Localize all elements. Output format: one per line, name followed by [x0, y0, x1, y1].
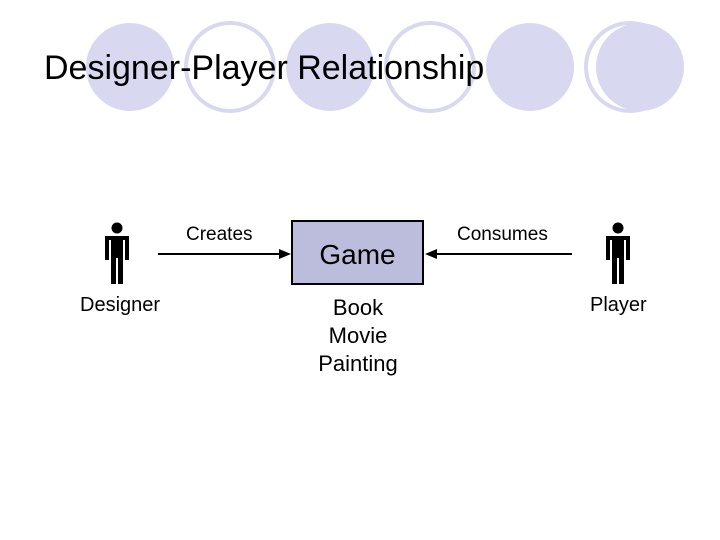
deco-circle-filled: [86, 23, 174, 111]
media-item-painting: Painting: [318, 351, 398, 376]
decorative-circles: [86, 21, 684, 113]
media-item-book: Book: [332, 295, 384, 320]
slide-title: Designer-Player Relationship: [44, 49, 485, 87]
consumes-label: Consumes: [457, 224, 548, 245]
game-box: Game: [291, 220, 424, 285]
consumes-arrow: [425, 249, 572, 259]
deco-circle-outline: [184, 21, 276, 113]
deco-circle-filled: [486, 23, 574, 111]
deco-circle-outline: [384, 21, 476, 113]
creates-label: Creates: [186, 224, 253, 245]
person-icon: [606, 222, 630, 284]
media-item-movie: Movie: [328, 323, 388, 348]
other-media-list: Book Movie Painting: [298, 294, 418, 378]
deco-circle-filled: [596, 23, 684, 111]
person-icon: [105, 222, 129, 284]
designer-label: Designer: [80, 294, 161, 316]
creates-arrow: [158, 249, 291, 259]
player-label: Player: [590, 294, 647, 316]
deco-circle-filled: [286, 23, 374, 111]
game-label: Game: [319, 239, 396, 270]
